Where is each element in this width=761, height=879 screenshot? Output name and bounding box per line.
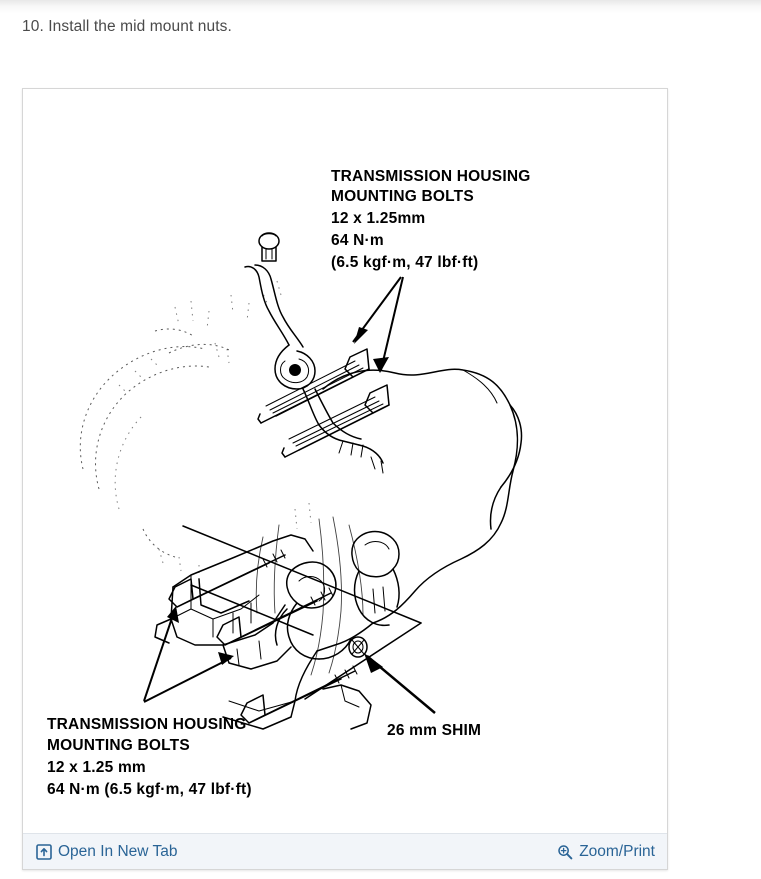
step-instruction-text: 10. Install the mid mount nuts. — [22, 18, 232, 35]
bolt-lower-1 — [168, 549, 286, 608]
bolt-lower-3 — [240, 665, 358, 724]
label-tr-line4: 64 N·m — [331, 232, 384, 249]
shim-part — [348, 636, 368, 658]
label-tr-line1: TRANSMISSION HOUSING — [331, 168, 530, 185]
label-bl-line1: TRANSMISSION HOUSING — [47, 716, 246, 733]
small-bolt-top-center — [258, 232, 280, 262]
label-shim: 26 mm SHIM — [387, 722, 481, 739]
diff-cover-boss — [274, 561, 352, 660]
figure-toolbar: Open In New Tab Zoom/Print — [23, 833, 667, 869]
label-tr-line3: 12 x 1.25mm — [331, 210, 425, 227]
label-bl-line3: 12 x 1.25 mm — [47, 759, 146, 776]
figure-image-area[interactable]: .lbl { font-family: "Liberation Sans", s… — [23, 89, 667, 833]
magnifier-plus-icon — [556, 843, 573, 860]
label-bl-line2: MOUNTING BOLTS — [47, 737, 190, 754]
top-bolt-arrows — [352, 276, 404, 373]
zoom-print-label: Zoom/Print — [579, 842, 655, 860]
label-bottom-left-bolts: TRANSMISSION HOUSING MOUNTING BOLTS 12 x… — [47, 716, 252, 798]
open-in-new-tab-label: Open In New Tab — [58, 842, 178, 860]
shift-linkage — [244, 264, 384, 474]
zoom-print-button[interactable]: Zoom/Print — [556, 843, 655, 861]
open-in-new-tab-button[interactable]: Open In New Tab — [35, 843, 177, 861]
lower-bolt-arrows — [143, 606, 234, 703]
transmission-diagram: .lbl { font-family: "Liberation Sans", s… — [47, 168, 530, 798]
label-shim-line1: 26 mm SHIM — [387, 722, 481, 739]
right-boss — [351, 530, 400, 627]
bolt-lower-2 — [216, 587, 334, 646]
engine-block-sketch — [79, 280, 282, 579]
housing-ribs — [255, 502, 364, 676]
label-top-right-bolts: TRANSMISSION HOUSING MOUNTING BOLTS 12 x… — [331, 168, 530, 271]
label-tr-line5: (6.5 kgf·m, 47 lbf·ft) — [331, 254, 478, 271]
label-tr-line2: MOUNTING BOLTS — [331, 188, 474, 205]
figure-card: .lbl { font-family: "Liberation Sans", s… — [22, 88, 668, 870]
label-bl-line4: 64 N·m (6.5 kgf·m, 47 lbf·ft) — [47, 781, 252, 798]
external-link-icon — [35, 843, 52, 860]
shim-arrow — [364, 653, 436, 714]
bolt-upper-2 — [281, 384, 390, 458]
